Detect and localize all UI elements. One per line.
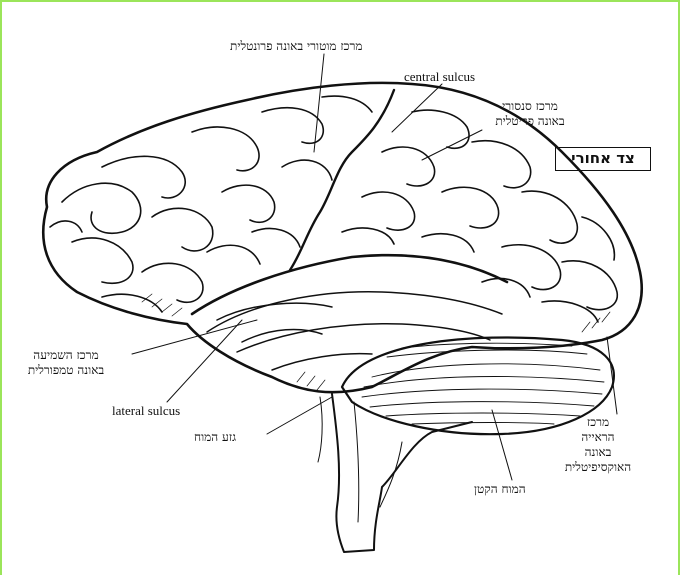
label-visual-line1: מרכז	[586, 415, 610, 429]
label-auditory-line1: מרכז השמיעה	[33, 348, 99, 362]
lateral-sulcus-line	[190, 253, 509, 316]
label-visual-line4: האוקסיפיטלית	[564, 460, 632, 474]
cerebellum-drawing	[340, 336, 615, 436]
cerebrum-outline	[41, 81, 643, 394]
shading	[141, 293, 611, 391]
label-auditory-center: מרכז השמיעה באונה טמפורלית	[10, 348, 122, 378]
leader-visual	[606, 336, 618, 415]
label-cerebellum: המוח הקטן	[474, 482, 526, 496]
label-visual-line3: באונה	[584, 445, 612, 459]
label-sensory-line1: מרכז סנסורי	[502, 99, 558, 113]
leader-motor	[313, 53, 325, 153]
leader-brainstem	[266, 396, 333, 435]
label-auditory-line2: באונה טמפורלית	[27, 363, 105, 377]
label-motor-center: מרכז מוטורי באונה פרונטלית	[230, 39, 363, 53]
leader-lateral-sulcus	[166, 319, 243, 403]
central-sulcus-line	[288, 88, 396, 272]
leader-sensory	[421, 129, 483, 161]
leader-central-sulcus	[391, 83, 443, 133]
leader-cerebellum	[491, 409, 513, 481]
cortex-gyri	[49, 95, 618, 323]
temporal-gyri	[206, 291, 503, 371]
brainstem-drawing	[317, 393, 473, 553]
label-central-sulcus: central sulcus	[404, 69, 476, 84]
label-sensory-line2: באונה פריטלית	[495, 114, 565, 128]
label-brainstem: גזע המוח	[194, 430, 237, 444]
leader-lines	[131, 53, 618, 481]
label-visual-center: מרכז הראייה באונה האוקסיפיטלית	[550, 415, 646, 475]
label-sensory-center: מרכז סנסורי באונה פריטלית	[472, 99, 588, 129]
label-visual-line2: הראייה	[581, 430, 615, 444]
label-lateral-sulcus: lateral sulcus	[112, 403, 181, 418]
leader-auditory	[131, 319, 258, 355]
label-posterior-side: צד אחורי	[555, 147, 651, 171]
